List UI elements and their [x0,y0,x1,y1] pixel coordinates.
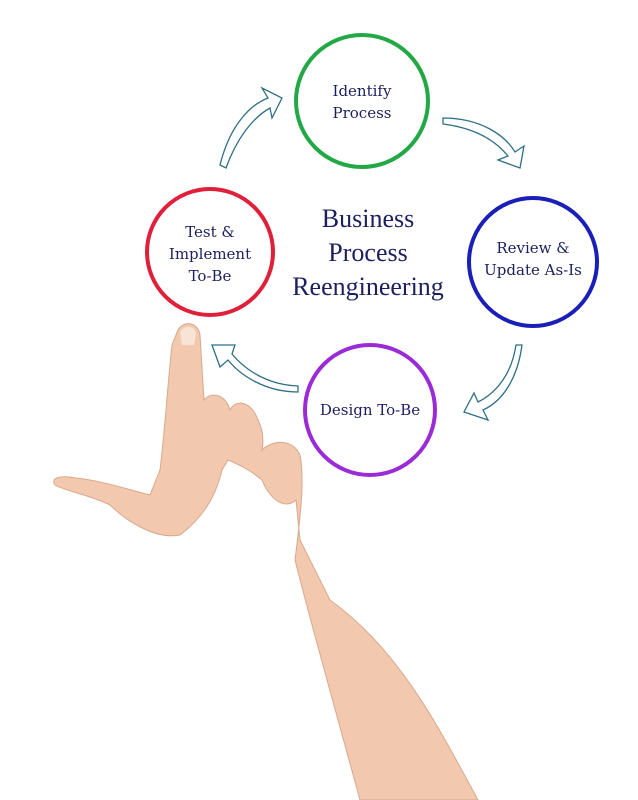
identify-process-circle [294,33,430,169]
title-line: Process [328,238,408,267]
arrow-icon [211,344,299,393]
identify-process-label: Identify Process [302,80,422,124]
label-line: Identify [332,82,392,100]
label-line: Implement [168,245,252,263]
test-implement-circle [145,187,275,317]
arrow-icon [219,86,283,169]
label-line: Update As-Is [484,261,582,279]
title-line: Business [321,204,415,233]
test-implement-label: Test & Implement To-Be [150,221,270,287]
design-to-be-circle [303,343,437,477]
title-line: Reengineering [292,272,444,301]
design-to-be-label: Design To-Be [300,399,440,421]
review-update-circle [467,196,599,328]
diagram-title: Business Process Reengineering [268,202,468,304]
pointing-hand [53,323,479,800]
arrow-icon [463,344,523,422]
arrow-icon [442,117,525,169]
label-line: Review & [496,239,570,257]
label-line: Test & [185,223,235,241]
label-line: To-Be [188,267,232,285]
label-line: Process [332,104,392,122]
label-line: Design To-Be [319,401,421,419]
review-update-label: Review & Update As-Is [463,237,603,281]
